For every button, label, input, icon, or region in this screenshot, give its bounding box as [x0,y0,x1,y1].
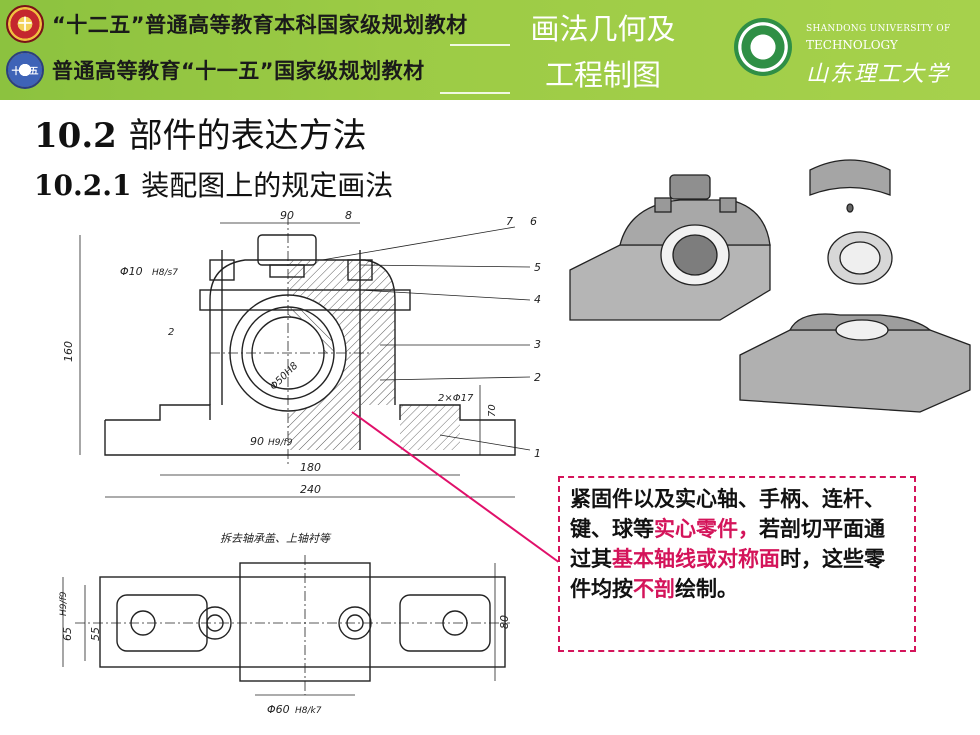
dim-160: 160 [62,341,75,362]
subsection-title: 10.2.1 装配图上的规定画法 [34,164,393,204]
callout-highlight: 实心零件， [654,517,759,541]
course-title-line-1: 画法几何及 [530,12,676,46]
subsection-title-text: 装配图上的规定画法 [141,169,394,202]
header-row-2: 十一五 普通高等教育“十一五”国家级规划教材 [6,50,425,90]
assembly-top-view: 65 H9/f9 55 80 Φ60 H8/k7 [59,555,511,716]
dim-70: 70 [487,404,498,417]
eleventh-five-year-seal-icon: 十一五 [6,51,44,89]
callout-text: 紧固件以及实心轴、手柄、连杆、键、球等 [570,487,885,541]
header-line-1: “十二五”普通高等教育本科国家级规划教材 [52,13,468,37]
header-line-2: 普通高等教育“十一五”国家级规划教材 [52,59,425,83]
part-number: 3 [534,338,541,351]
header-divider [440,92,510,94]
dim-65: 65 [61,627,74,641]
university-name-cn: 山东理工大学 [806,62,951,87]
part-number: 1 [534,447,541,460]
textbook-seal-icon: 十 [6,5,44,43]
part-number: 5 [534,261,541,274]
dim-65-tol: H9/f9 [59,591,69,616]
callout-text: 若剖切平面通过其 [570,517,885,571]
dim-phi60: Φ60 [267,703,290,716]
assembly-front-view: 90 8 Φ10 H8/s7 2 160 Φ50H8 2×Φ17 70 90 H… [62,209,541,498]
callout-leader [351,411,561,564]
part-number: 7 [506,215,513,228]
callout-highlight: 不剖 [633,577,675,601]
subsection-number: 10.2.1 [34,169,132,202]
university-name-en-1: SHANDONG UNIVERSITY OF [806,24,951,34]
bearing-pictorial [569,159,971,413]
view-note-text: 拆去轴承盖、上轴衬等 [220,532,332,545]
university-logo-icon [734,18,792,76]
callout-highlight: 基本轴线或对称面 [612,547,780,571]
dim-8: 8 [345,209,352,222]
dim-90-fit: 90 [250,435,264,448]
dim-phi60-tol: H8/k7 [295,706,322,716]
header-banner: 十 “十二五”普通高等教育本科国家级规划教材 十一五 普通高等教育“十一五”国家… [0,0,980,100]
header-row-1: 十 “十二五”普通高等教育本科国家级规划教材 [6,4,468,44]
dim-90-top: 90 [280,209,294,222]
part-number: 2 [534,371,541,384]
section-title-text: 部件的表达方法 [128,116,367,156]
course-title-line-2: 工程制图 [544,58,661,92]
dim-55: 55 [89,627,102,641]
part-number: 4 [534,293,541,306]
header-divider [450,44,510,46]
dim-80: 80 [498,615,511,629]
dim-240: 240 [300,483,321,496]
dim-holes: 2×Φ17 [438,393,474,404]
callout-text: 绘制。 [675,577,738,601]
dim-180: 180 [300,461,321,474]
part-number: 6 [530,215,537,228]
dim-phi10-tol: H8/s7 [152,268,178,278]
view-note: 拆去轴承盖、上轴衬等 [220,532,332,545]
note-callout: 紧固件以及实心轴、手柄、连杆、键、球等实心零件，若剖切平面通过其基本轴线或对称面… [558,476,916,652]
dim-gap-2: 2 [168,327,174,338]
callout-text: 时，这些零件均按 [570,547,885,601]
dim-90-tol: H9/f9 [268,438,293,448]
section-number: 10.2 [34,116,117,156]
section-title: 10.2 部件的表达方法 [34,108,367,157]
dim-phi10: Φ10 [120,265,143,278]
university-name-en-2: TECHNOLOGY [806,38,898,52]
